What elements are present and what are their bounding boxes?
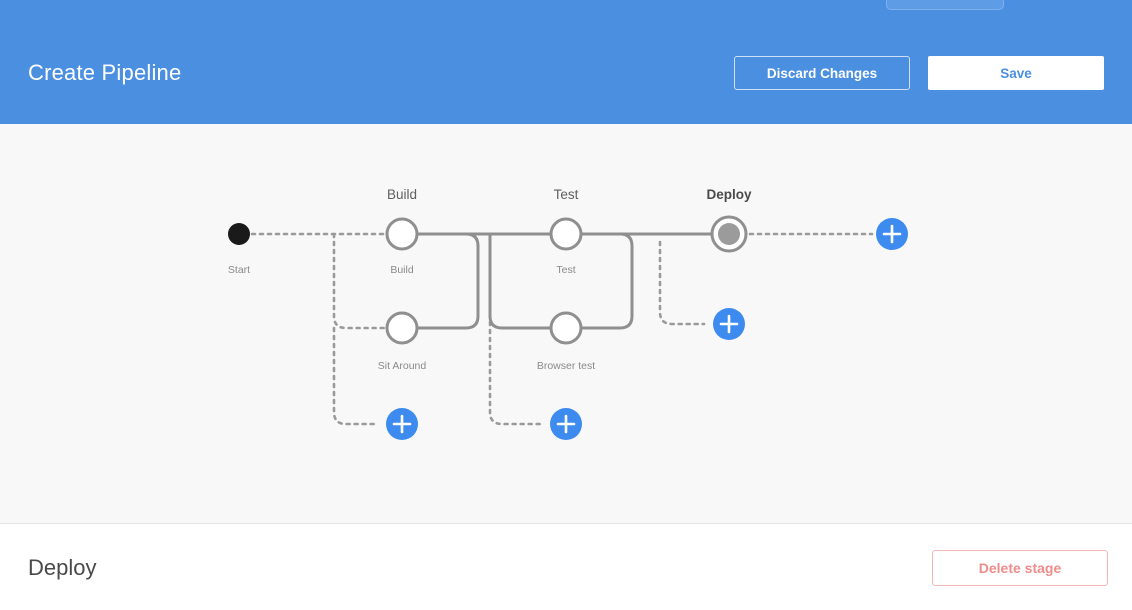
job-label-build: Build (390, 264, 414, 276)
edge-deploy-branch-to-add (658, 240, 706, 326)
edge-build-merge (416, 232, 480, 330)
discard-changes-button[interactable]: Discard Changes (734, 56, 910, 90)
edge-test-branch-trunk (488, 240, 542, 426)
node-stage-deploy-selected[interactable] (710, 215, 748, 253)
node-start[interactable] (228, 223, 250, 245)
stage-detail-title: Deploy (28, 554, 97, 580)
job-label-sit-around: Sit Around (378, 360, 427, 372)
start-label: Start (228, 264, 250, 276)
node-job-sit-around[interactable] (385, 311, 419, 345)
stage-detail-panel: Deploy Delete stage (0, 525, 1132, 610)
edge-test-merge (580, 232, 634, 330)
header-actions: Discard Changes Save (734, 56, 1104, 90)
node-job-build[interactable] (385, 217, 419, 251)
stage-heading-test[interactable]: Test (554, 187, 579, 202)
clipped-button-above-header[interactable] (886, 0, 1004, 10)
pipeline-graph-svg: Build Test Deploy Start Build Sit Around… (228, 187, 908, 440)
dashed-edges (250, 232, 874, 426)
pipeline-graph-canvas[interactable]: Build Test Deploy Start Build Sit Around… (0, 124, 1132, 524)
stage-heading-build[interactable]: Build (387, 187, 417, 202)
add-job-to-build-button[interactable] (386, 408, 418, 440)
add-job-to-test-button[interactable] (550, 408, 582, 440)
node-job-test[interactable] (549, 217, 583, 251)
save-button[interactable]: Save (928, 56, 1104, 90)
delete-stage-button[interactable]: Delete stage (932, 549, 1108, 586)
page-title: Create Pipeline (28, 60, 182, 85)
add-job-to-deploy-button[interactable] (713, 308, 745, 340)
edge-start-branch-to-add (332, 326, 378, 426)
header-top-strip (0, 0, 1132, 22)
stage-heading-deploy[interactable]: Deploy (706, 187, 752, 202)
edge-split-down-to-browser (488, 232, 552, 330)
edge-start-branch-trunk (332, 232, 388, 330)
job-label-browser-test: Browser test (537, 360, 595, 372)
node-job-browser-test[interactable] (549, 311, 583, 345)
job-label-test: Test (556, 264, 575, 276)
app-header: Create Pipeline Discard Changes Save (0, 22, 1132, 124)
add-stage-after-deploy-button[interactable] (876, 218, 908, 250)
